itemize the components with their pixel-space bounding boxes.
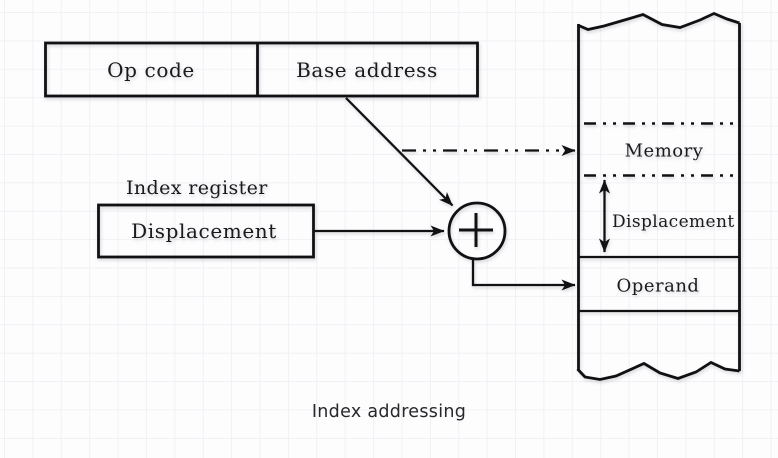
base-address-label: Base address — [296, 58, 438, 82]
instruction-word-box — [44, 41, 479, 98]
memory-title: Memory — [625, 141, 704, 162]
adder-to-operand-arrow — [471, 259, 576, 291]
index-register-title: Index register — [126, 177, 268, 199]
memory-bottom-torn-edge — [576, 360, 740, 381]
plus-icon — [459, 213, 493, 247]
index-register-displacement-label: Displacement — [131, 219, 277, 243]
memory-displacement-label: Displacement — [612, 212, 735, 232]
adder-circle — [447, 201, 507, 261]
diagram-caption: Index addressing — [311, 402, 467, 422]
memory-top-torn-edge — [576, 11, 740, 31]
operand-label: Operand — [617, 276, 700, 297]
op-code-label: Op code — [107, 58, 195, 82]
base-address-to-adder-arrow — [345, 97, 454, 207]
